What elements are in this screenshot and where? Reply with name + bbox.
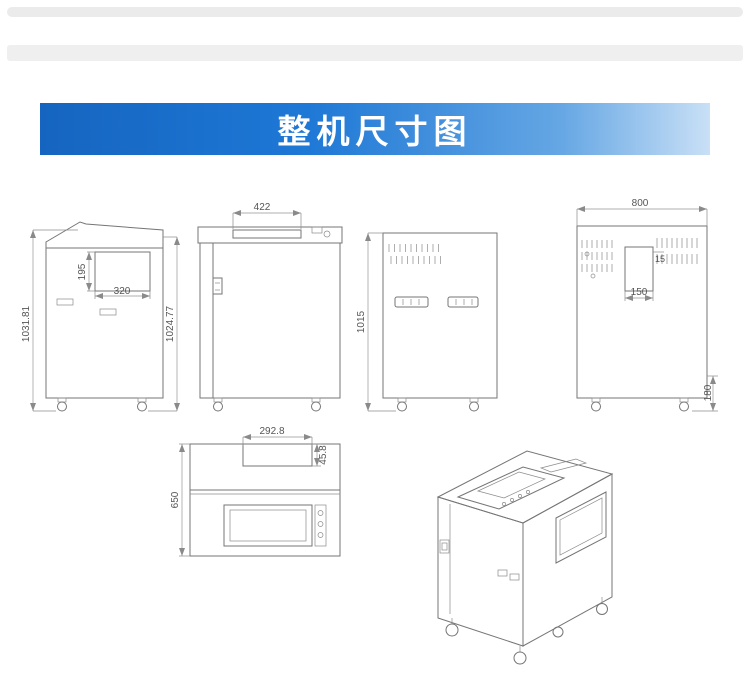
dim-label-side-height-left: 1031.81 [21,305,32,342]
dim-label-rear-width: 800 [632,198,649,209]
isometric-view-drawing [436,450,614,665]
dim-label-back-height: 1015 [356,310,367,333]
page-section-divider [7,45,743,61]
page-top-divider [7,7,743,17]
back-view-drawing: 1015 [356,232,498,412]
rear-view-drawing: 15 150 800 180 [576,198,718,412]
dim-label-rear-cutout-gap: 15 [655,254,665,264]
dim-label-front-top-width: 422 [254,202,271,213]
side-view-drawing: 1031.81 195 320 1024.77 [21,221,180,412]
dim-label-rear-base-height: 180 [703,384,714,401]
top-view-drawing: 292.8 45.8 650 [170,426,341,557]
dim-label-side-panel-width: 320 [114,286,131,297]
front-view-drawing: 422 [197,202,343,412]
dimension-diagram: 1031.81 195 320 1024.77 [21,198,718,665]
section-title-band: 整机尺寸图 [40,103,710,155]
dim-label-top-depth: 650 [170,491,181,508]
section-title: 整机尺寸图 [277,113,473,150]
dim-label-top-slot-depth: 45.8 [318,445,329,465]
dim-label-side-height-right: 1024.77 [165,305,176,342]
dim-label-side-panel-height: 195 [77,263,88,280]
dim-label-rear-cutout-width: 150 [631,287,648,298]
dim-label-top-slot-width: 292.8 [259,426,284,437]
